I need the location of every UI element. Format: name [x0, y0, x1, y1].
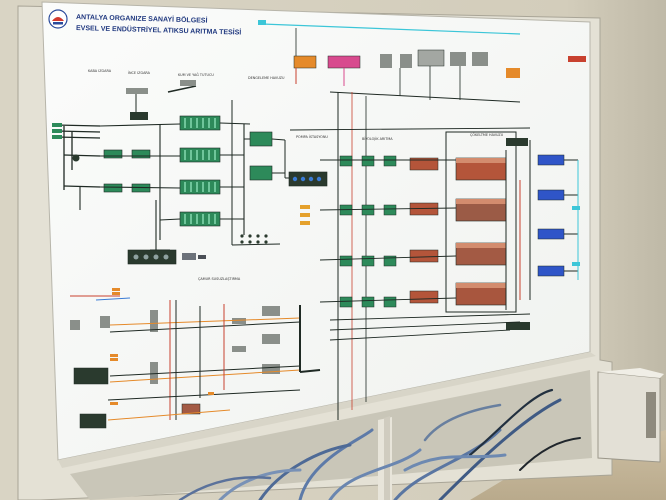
control-block-right: [506, 138, 528, 146]
sludge-section: [70, 295, 280, 429]
sludge-pipes: [107, 300, 321, 421]
diagram: KABA IZGARA İNCE IZGARA KUM VE YAĞ TUTUC…: [52, 20, 586, 429]
panel-ledge: [58, 352, 596, 468]
sludge-screw-unit: [127, 249, 206, 265]
equipment-box-top: [598, 368, 664, 378]
label-pompa: POMPA İSTASYONU: [296, 134, 328, 139]
bus-lines: [289, 127, 531, 341]
label-dengeleme: DENGELEME HAVUZU: [248, 76, 285, 80]
orange-tags: [110, 288, 214, 405]
equalization-pipes: [231, 100, 290, 246]
control-block-bottom: [506, 322, 530, 330]
cabinet-divider: [384, 416, 390, 500]
equipment-box-vent: [646, 392, 656, 438]
pump-station: [288, 171, 328, 225]
clarifier-tanks: [455, 157, 507, 306]
cables: [178, 388, 581, 500]
label-cokeltme: ÇÖKELTME HAVUZU: [470, 132, 504, 137]
top-dosing-units: [258, 20, 586, 420]
cabinet-opening: [70, 370, 592, 500]
label-camur: ÇAMUR SUSUZLAŞTIRMA: [198, 277, 241, 281]
bio-units: [339, 155, 397, 308]
equipment-box: [597, 371, 661, 463]
pipes-left: [79, 122, 251, 251]
label-kum-yag: KUM VE YAĞ TUTUCU: [178, 72, 214, 77]
label-kaba-izgara: KABA IZGARA: [88, 69, 112, 73]
clarifier-frame: [445, 131, 517, 313]
grit-tanks: [179, 115, 221, 227]
label-biyolojik: BİYOLOJİK ARITMA: [362, 136, 393, 141]
equalization-tanks: [249, 131, 273, 181]
inlet-pipes: [52, 123, 101, 190]
label-ince-izgara: İNCE IZGARA: [128, 70, 151, 75]
gauges-row-1: [240, 234, 268, 244]
aeration-basins: [409, 157, 439, 304]
right-pipes: [519, 140, 580, 300]
logo-icon: [48, 9, 68, 29]
